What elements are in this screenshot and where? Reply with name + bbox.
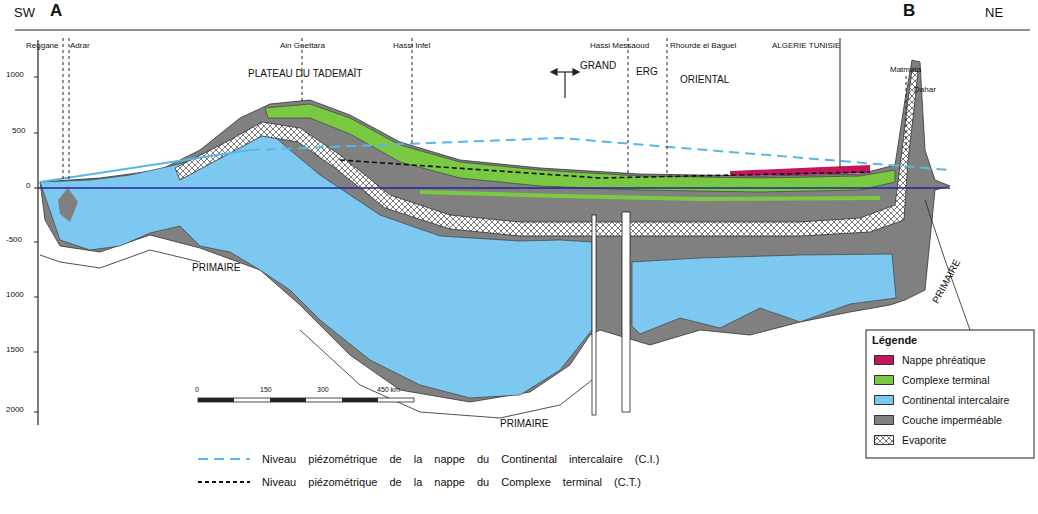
section-stroke xyxy=(34,188,38,189)
legend-text: Evaporite xyxy=(902,434,946,446)
legend-text: Complexe terminal xyxy=(902,374,990,386)
ci-piezometric-line xyxy=(250,138,950,170)
depth-tick: 1000 xyxy=(6,71,24,80)
axis-ticks xyxy=(34,77,38,412)
section-stroke xyxy=(34,77,38,78)
region-name: PLATEAU DU TADEMAÏT xyxy=(248,68,362,79)
ct-piezometric-line xyxy=(340,160,870,178)
scale-tick: 0 xyxy=(195,386,199,394)
impermeable-lens xyxy=(58,188,78,222)
section-stroke xyxy=(628,38,629,175)
depth-tick: -500 xyxy=(6,236,22,245)
legend-sample xyxy=(874,435,894,445)
fault xyxy=(622,212,630,412)
station-name: ALGERIE TUNISIE xyxy=(772,42,840,51)
section-stroke xyxy=(198,398,414,402)
section-stroke xyxy=(198,398,234,402)
section-stroke xyxy=(34,242,38,243)
station-name: Ain Guettara xyxy=(280,42,325,51)
region-name: GRAND xyxy=(580,60,616,71)
section-stroke xyxy=(40,250,200,268)
direction-label: SW xyxy=(14,6,35,20)
frame-line xyxy=(15,30,1030,31)
legend-swatch xyxy=(874,355,894,365)
section-stroke xyxy=(551,69,557,75)
impermeable-layer xyxy=(40,60,950,402)
depth-tick: 1500 xyxy=(6,346,24,355)
complexe-terminal xyxy=(420,192,880,199)
legend-sample xyxy=(198,477,250,487)
ci-piezometric-line xyxy=(40,150,250,182)
fault xyxy=(592,215,596,415)
sea-level-line xyxy=(38,187,950,189)
scale-bar xyxy=(198,398,414,402)
legend-text: Niveau piézométrique de la nappe du Comp… xyxy=(262,476,641,488)
legend-swatch xyxy=(874,375,894,385)
station-name: Rhourde el Baguel xyxy=(670,42,736,51)
legend-entry: Evaporite xyxy=(874,434,946,446)
legend-text: Couche imperméable xyxy=(902,414,1002,426)
section-stroke xyxy=(34,412,38,413)
section-stroke xyxy=(34,352,38,353)
section-end: B xyxy=(903,2,915,21)
depth-tick: 0 xyxy=(26,182,30,191)
depth-tick: 2000 xyxy=(6,406,24,415)
legend-entry: Continental intercalaire xyxy=(874,394,1009,406)
scale-tick: 300 xyxy=(317,386,329,394)
evaporite-layer xyxy=(175,70,918,236)
section-stroke xyxy=(34,133,38,134)
flow-arrow xyxy=(551,69,579,98)
legend-sample xyxy=(198,454,250,464)
place-name: Dahar xyxy=(914,86,936,95)
section-stroke xyxy=(906,76,907,150)
section-stroke xyxy=(270,398,306,402)
legend-entry: Niveau piézométrique de la nappe du Comp… xyxy=(198,476,641,488)
depth-tick: 500 xyxy=(12,127,25,136)
basement-label: PRIMAIRE xyxy=(500,418,548,429)
station-name: Hassi Messaoud xyxy=(590,42,649,51)
direction-label: NE xyxy=(985,6,1003,20)
continental-intercalaire xyxy=(632,254,896,334)
legend-title: Légende xyxy=(872,334,917,346)
section-stroke xyxy=(300,330,592,418)
station-name: Matmata xyxy=(890,66,921,75)
border-line xyxy=(840,38,841,168)
legend-text: Continental intercalaire xyxy=(902,394,1009,406)
region-name: ERG xyxy=(636,66,658,77)
depth-tick: 1000 xyxy=(6,291,24,300)
station-name: Reggane xyxy=(26,42,58,51)
legend-text: Nappe phréatique xyxy=(902,354,985,366)
section-stroke xyxy=(342,398,378,402)
section-stroke xyxy=(34,297,38,298)
station-name: Hassi Infel xyxy=(393,42,430,51)
complexe-terminal xyxy=(265,104,895,192)
continental-intercalaire xyxy=(40,124,592,398)
scale-tick: 450 km xyxy=(377,386,400,394)
legend-swatch xyxy=(874,415,894,425)
section-stroke xyxy=(667,38,668,176)
legend-entry: Complexe terminal xyxy=(874,374,990,386)
section-stroke xyxy=(63,38,64,180)
legend-text: Niveau piézométrique de la nappe du Cont… xyxy=(262,453,659,465)
legend-entry: Niveau piézométrique de la nappe du Cont… xyxy=(198,453,659,465)
legend-box xyxy=(866,330,1034,458)
legend-swatch xyxy=(874,395,894,405)
section-stroke xyxy=(69,38,70,180)
basement-label: PRIMAIRE xyxy=(192,262,240,273)
region-name: ORIENTAL xyxy=(680,74,729,85)
section-end: A xyxy=(50,2,62,21)
section-stroke xyxy=(573,69,579,75)
legend-entry: Couche imperméable xyxy=(874,414,1002,426)
legend-entry: Nappe phréatique xyxy=(874,354,985,366)
scale-tick: 150 xyxy=(260,386,272,394)
basement-lines xyxy=(40,200,995,420)
station-name: Adrar xyxy=(70,42,90,51)
section-stroke xyxy=(412,38,413,146)
section-stroke xyxy=(564,72,565,98)
station-lines xyxy=(63,38,906,180)
depth-axis xyxy=(37,40,38,425)
